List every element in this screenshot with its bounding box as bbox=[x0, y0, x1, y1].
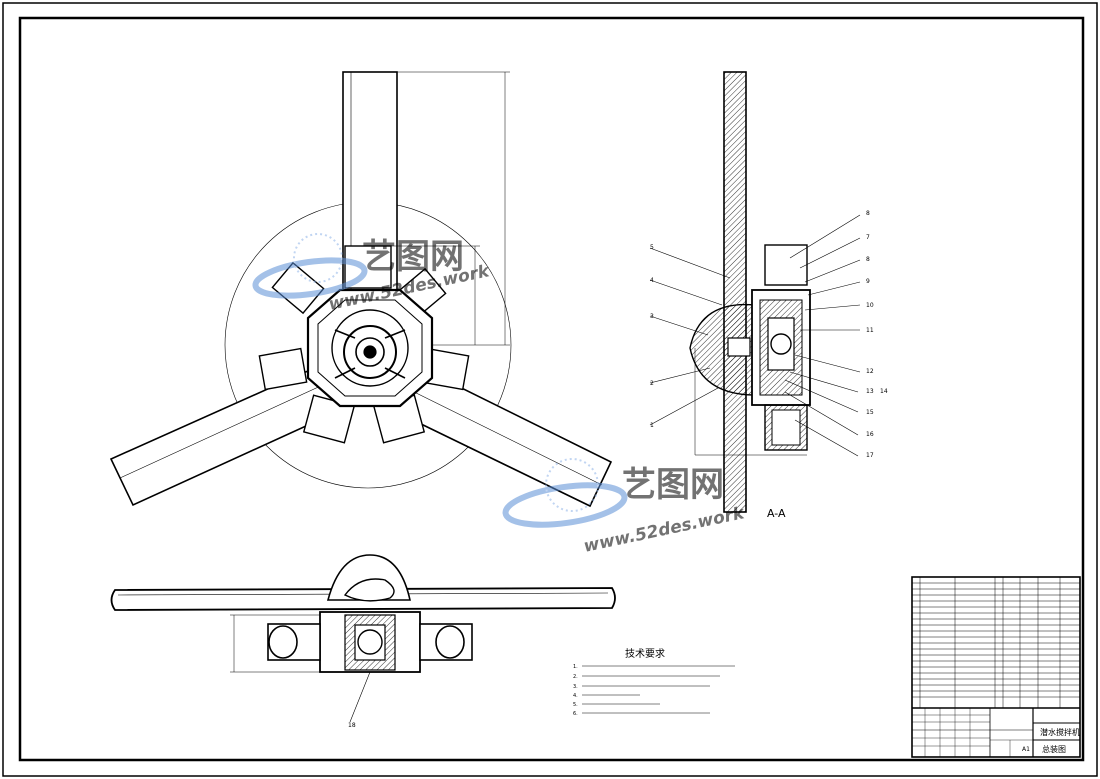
callout: 12 bbox=[866, 368, 874, 375]
watermark-globe-icon bbox=[252, 233, 368, 299]
callout: 14 bbox=[880, 388, 888, 395]
callout: 15 bbox=[866, 409, 874, 416]
callout: 8 bbox=[866, 210, 870, 217]
tech-requirement: 6. bbox=[573, 711, 578, 717]
frame-border bbox=[18, 16, 1085, 762]
callout: 5 bbox=[650, 244, 654, 251]
callout: 3 bbox=[650, 313, 654, 320]
section-label: A-A bbox=[767, 507, 786, 520]
watermark-globe-icon bbox=[502, 458, 628, 528]
tech-requirements-title: 技术要求 bbox=[625, 647, 665, 660]
callout: 4 bbox=[650, 277, 654, 284]
callout: 13 bbox=[866, 388, 874, 395]
title-view: 总装图 bbox=[1042, 744, 1066, 754]
callout: 8 bbox=[866, 256, 870, 263]
title-name: 潜水搅拌机 bbox=[1040, 727, 1080, 737]
tech-requirement: 5. bbox=[573, 702, 578, 708]
tech-requirement: 1. bbox=[573, 664, 578, 670]
callout: 10 bbox=[866, 302, 874, 309]
tech-requirement: 2. bbox=[573, 674, 578, 680]
callouts-left: 5 4 3 2 1 bbox=[650, 244, 654, 429]
title-block bbox=[911, 576, 1081, 758]
section-view bbox=[649, 71, 861, 513]
blade-section bbox=[723, 71, 747, 513]
tech-requirements: 技术要求 1. 2. 3. 4. 5. 6. bbox=[573, 647, 735, 717]
watermark-brand: 艺图网 bbox=[362, 237, 464, 277]
callout: 16 bbox=[866, 431, 874, 438]
callout: 1 bbox=[650, 422, 654, 429]
callout: 9 bbox=[866, 278, 870, 285]
callout: 7 bbox=[866, 234, 870, 241]
callout: 17 bbox=[866, 452, 874, 459]
title-sheet: A1 bbox=[1022, 746, 1030, 753]
callout: 2 bbox=[650, 380, 654, 387]
front-view bbox=[109, 71, 613, 508]
plan-view bbox=[110, 554, 616, 723]
tech-requirement: 3. bbox=[573, 684, 578, 690]
callout-bottom: 18 bbox=[348, 722, 356, 729]
callouts-right: 8 7 8 9 10 11 12 13 14 15 16 17 bbox=[866, 210, 888, 459]
callout: 11 bbox=[866, 327, 874, 334]
watermark-brand: 艺图网 bbox=[622, 465, 724, 505]
tech-requirement: 4. bbox=[573, 693, 578, 699]
